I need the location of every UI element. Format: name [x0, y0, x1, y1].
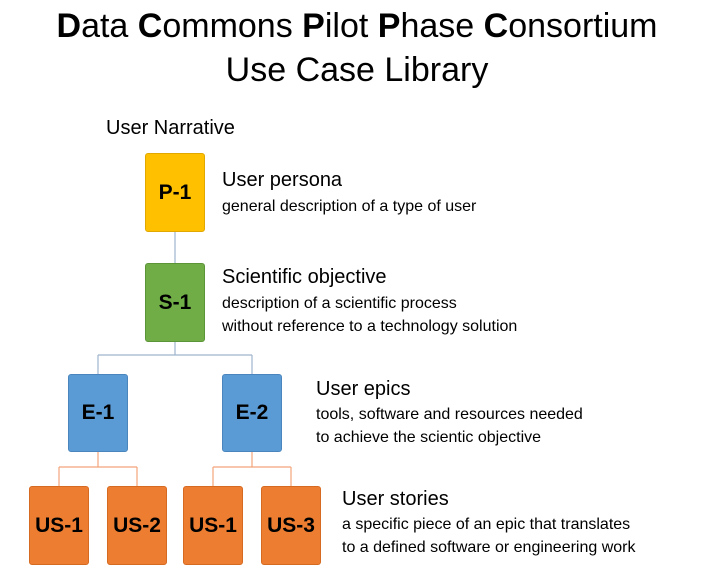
title-line-1: Data Commons Pilot Phase Consortium: [0, 6, 714, 46]
story-node-us1a: US-1: [29, 486, 89, 565]
title-word-1: Data: [56, 7, 129, 45]
epics-desc-2: to achieve the scientic objective: [316, 429, 542, 446]
persona-desc-1: general description of a type of user: [222, 198, 477, 215]
story-node-us2: US-2: [107, 486, 167, 565]
epics-label: User epics: [316, 378, 411, 400]
lower-connectors: [58, 450, 292, 486]
persona-label: User persona: [222, 169, 343, 191]
title-word-3: Pilot: [302, 7, 369, 45]
title-word-5: Consortium: [483, 7, 658, 45]
title-word-4: Phase: [377, 7, 475, 45]
epic-node-e2: E-2: [222, 374, 282, 452]
epic-node-e1: E-1: [68, 374, 128, 452]
upper-connectors: [97, 231, 253, 374]
objective-label: Scientific objective: [222, 266, 387, 288]
objective-desc-2: without reference to a technology soluti…: [222, 318, 518, 335]
user-narrative-heading: User Narrative: [106, 117, 235, 139]
title-line-2: Use Case Library: [225, 51, 489, 89]
story-node-us1b: US-1: [183, 486, 243, 565]
objective-node-s1: S-1: [145, 263, 205, 342]
epics-desc-1: tools, software and resources needed: [316, 406, 583, 423]
stories-desc-2: to a defined software or engineering wor…: [342, 539, 636, 556]
story-node-us3: US-3: [261, 486, 321, 565]
stories-desc-1: a specific piece of an epic that transla…: [342, 516, 631, 533]
objective-desc-1: description of a scientific process: [222, 295, 457, 312]
stories-label: User stories: [342, 488, 449, 510]
title-word-2: Commons: [137, 7, 293, 45]
persona-node-p1: P-1: [145, 153, 205, 232]
